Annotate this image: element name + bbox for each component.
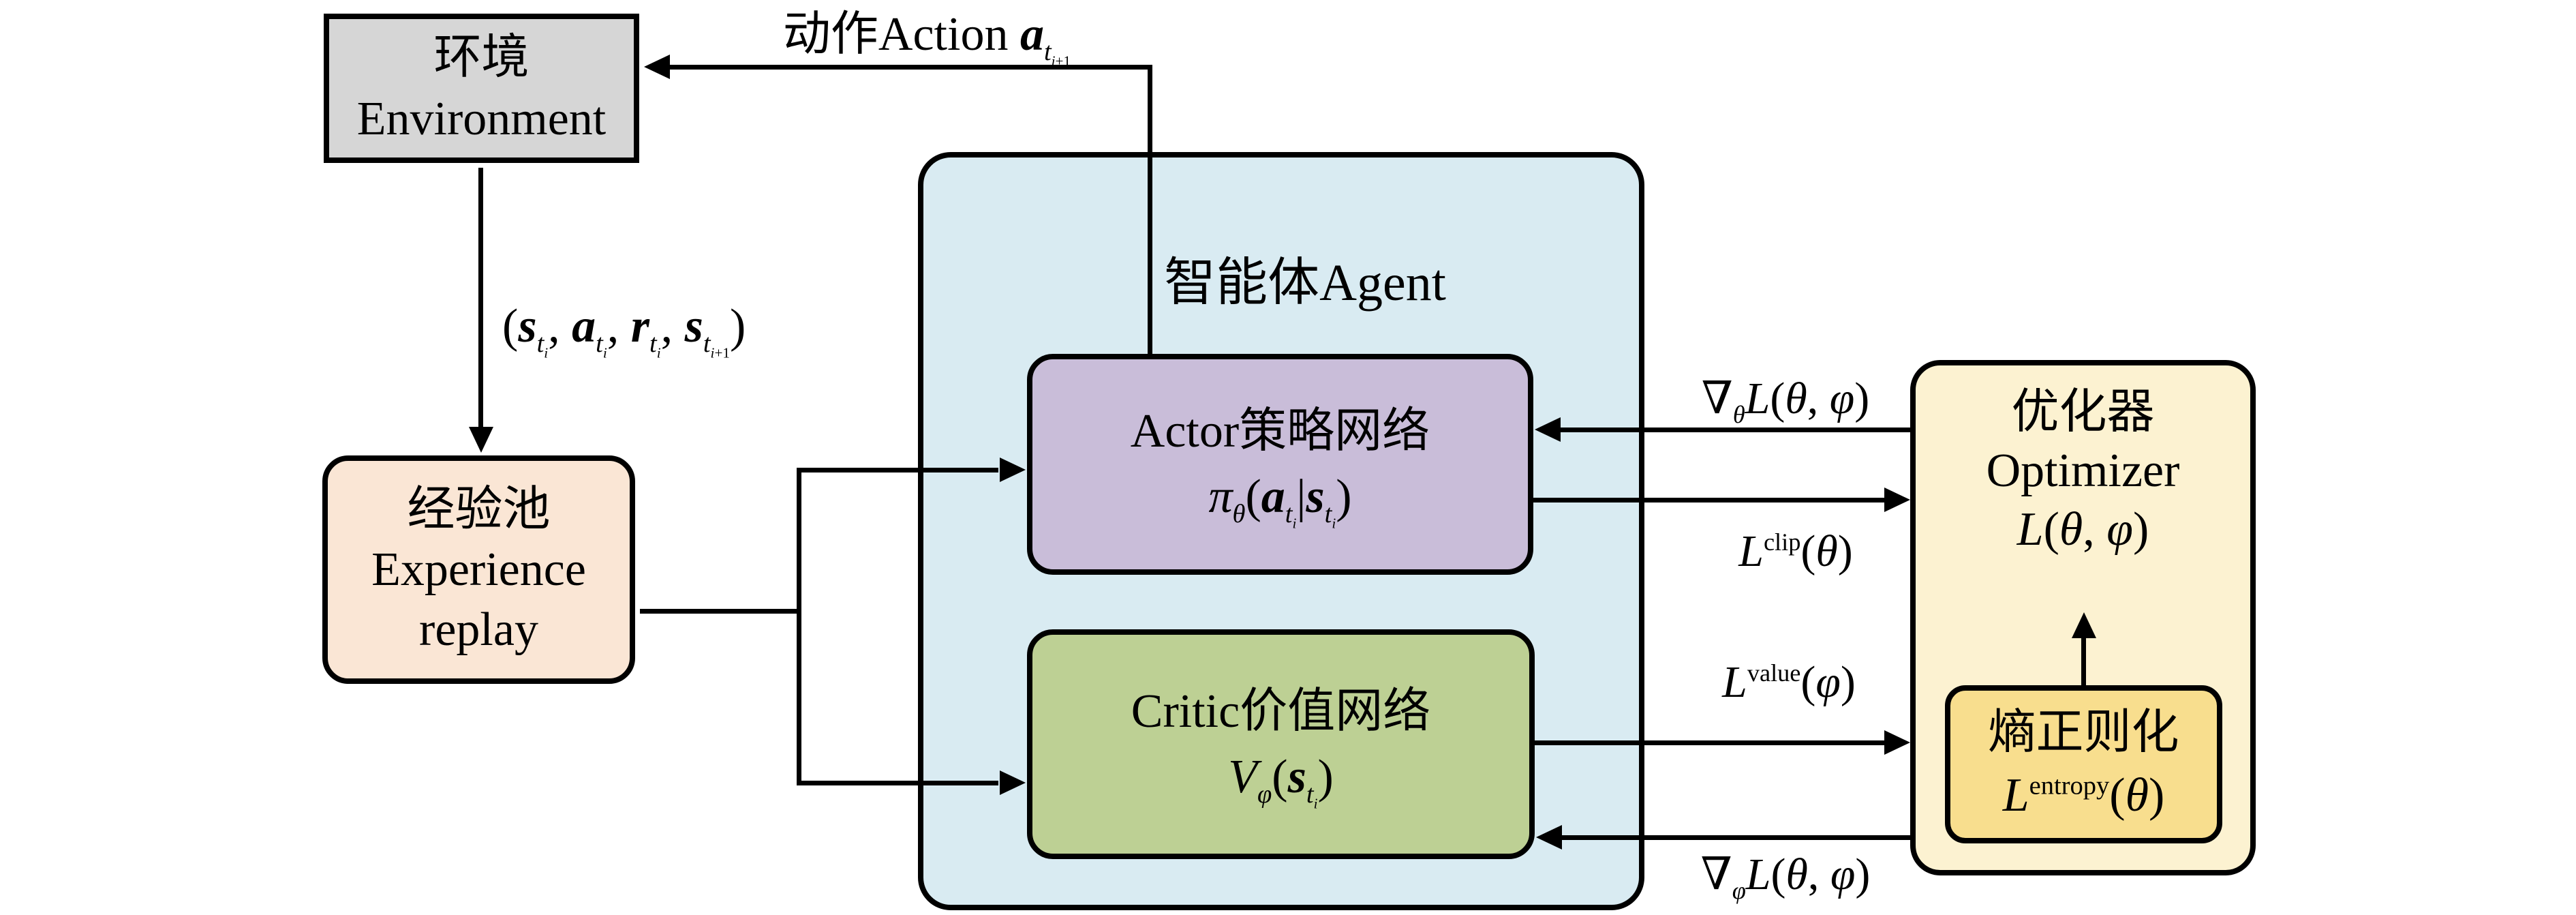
branch-to-actor-arrowhead-icon [1000, 457, 1026, 482]
entropy-arrowhead-icon [2072, 612, 2096, 638]
experience-replay-node: 经验池 Experience replay [322, 455, 635, 684]
action-arrowhead-icon [644, 55, 670, 79]
entropy-up-edge [2081, 637, 2086, 685]
critic-network-node: Critic价值网络 Vφ(sti) [1027, 629, 1535, 859]
experience-out-horizontal [640, 609, 801, 614]
transition-arrowhead-icon [469, 427, 493, 453]
optimizer-formula: L(θ, φ) [2017, 503, 2149, 556]
entropy-formula: Lentropy(θ) [2002, 769, 2165, 822]
l-clip-edge [1533, 498, 1886, 502]
actor-title: Actor策略网络 [1130, 405, 1430, 457]
branch-vertical [797, 468, 801, 785]
grad-phi-arrowhead-icon [1536, 825, 1562, 850]
critic-title: Critic价值网络 [1131, 685, 1431, 738]
branch-to-critic-horizontal [797, 781, 998, 785]
l-clip-label: Lclip(θ) [1738, 526, 1853, 576]
branch-to-actor-horizontal [797, 468, 998, 472]
action-edge-horizontal [667, 65, 1152, 70]
optimizer-label-zh: 优化器 [2011, 386, 2155, 438]
transition-edge-vertical [478, 168, 483, 430]
entropy-regularization-node: 熵正则化 Lentropy(θ) [1945, 685, 2222, 843]
critic-formula: Vφ(sti) [1228, 750, 1334, 812]
l-value-arrowhead-icon [1884, 730, 1910, 755]
experience-label-en2: replay [419, 603, 538, 656]
transition-edge-label: (sti, ati, rti, sti+1) [502, 300, 746, 361]
grad-phi-edge [1561, 835, 1910, 840]
environment-label-en: Environment [356, 92, 607, 145]
l-clip-arrowhead-icon [1884, 487, 1910, 512]
entropy-label-zh: 熵正则化 [1988, 706, 2179, 759]
action-edge-vertical [1148, 67, 1152, 354]
experience-label-en1: Experience [371, 543, 586, 596]
l-value-edge [1535, 740, 1886, 745]
actor-network-node: Actor策略网络 πθ(ati|sti) [1027, 354, 1533, 575]
environment-node: 环境 Environment [324, 14, 639, 163]
agent-label: 智能体Agent [1164, 254, 1446, 312]
action-edge-label: 动作Action ati+1 [782, 8, 1071, 70]
grad-theta-arrowhead-icon [1535, 417, 1561, 442]
environment-label-zh: 环境 [433, 31, 530, 84]
branch-to-critic-arrowhead-icon [1000, 770, 1026, 795]
optimizer-label-en: Optimizer [1986, 445, 2180, 497]
l-value-label: Lvalue(φ) [1722, 657, 1856, 707]
grad-theta-edge [1561, 427, 1910, 432]
actor-formula: πθ(ati|sti) [1208, 470, 1352, 532]
grad-phi-label: ∇φL(θ, φ) [1700, 850, 1871, 905]
experience-label-zh: 经验池 [407, 483, 551, 536]
grad-theta-label: ∇θL(θ, φ) [1701, 374, 1870, 429]
